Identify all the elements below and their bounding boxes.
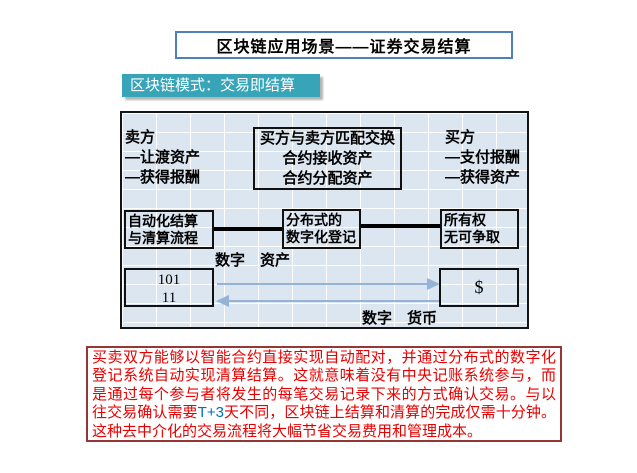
settlement-box: 自动化结算 与清算流程 (124, 210, 214, 249)
arrow-left-icon (216, 295, 229, 307)
exchange-line-1: 合约接收资产 (282, 150, 373, 167)
buyer-line-2: —获得资产 (445, 169, 521, 186)
page-title-text: 区块链应用场景——证券交易结算 (216, 39, 472, 56)
note-text-before: 买卖双方能够以智能合约直接实现自动配对，并通过分布式的数字化登记系统自动实现清算… (92, 349, 556, 422)
seller-title: 卖方 (125, 129, 156, 146)
ledger-value-1: 101 (157, 272, 181, 288)
ledger-line-2: 数字化登记 (286, 229, 356, 245)
digital-asset-label: 数字 资产 (215, 252, 291, 269)
connector-left (214, 227, 282, 231)
arrow-right-icon (427, 278, 440, 290)
ledger-box: 分布式的 数字化登记 (282, 209, 361, 249)
arrow-digital-asset-line (217, 283, 429, 285)
seller-block: 卖方 —让渡资产 —获得报酬 (125, 128, 200, 188)
ownership-line-1: 所有权 (444, 212, 486, 228)
mode-label-text: 区块链模式：交易即结算 (130, 77, 296, 94)
buyer-block: 买方 —支付报酬 —获得资产 (445, 128, 520, 188)
note-text-after: 天不同，区块链上结算和清算的完成仅需十分钟。这种去中介化的交易流程将大幅节省交易… (92, 404, 556, 440)
connector-right (361, 224, 440, 228)
exchange-line-2: 合约分配资产 (282, 170, 373, 187)
arrow-digital-currency-line (228, 300, 439, 302)
seller-line-2: —获得报酬 (125, 169, 201, 186)
note-highlight-t3: T+3 (197, 404, 224, 422)
buyer-line-1: —支付报酬 (445, 149, 521, 166)
settlement-line-1: 自动化结算 (128, 213, 198, 229)
ledger-line-1: 分布式的 (286, 212, 342, 228)
ledger-values-box: 101 11 (124, 268, 214, 307)
digital-currency-label: 数字 货币 (362, 310, 438, 327)
ownership-box: 所有权 无可争取 (440, 209, 519, 249)
page-title: 区块链应用场景——证券交易结算 (175, 31, 513, 59)
settlement-line-2: 与清算流程 (128, 230, 198, 246)
ledger-value-2: 11 (161, 290, 177, 306)
buyer-title: 买方 (445, 129, 476, 146)
diagram-panel: 卖方 —让渡资产 —获得报酬 买方与卖方匹配交换 合约接收资产 合约分配资产 买… (120, 111, 529, 329)
currency-box: $ (439, 268, 519, 307)
exchange-title: 买方与卖方匹配交换 (259, 130, 395, 147)
ownership-line-2: 无可争取 (444, 229, 500, 245)
mode-label: 区块链模式：交易即结算 (122, 74, 320, 97)
seller-line-1: —让渡资产 (125, 149, 201, 166)
note-box: 买卖双方能够以智能合约直接实现自动配对，并通过分布式的数字化登记系统自动实现清算… (86, 346, 562, 442)
exchange-box: 买方与卖方匹配交换 合约接收资产 合约分配资产 (253, 127, 402, 190)
